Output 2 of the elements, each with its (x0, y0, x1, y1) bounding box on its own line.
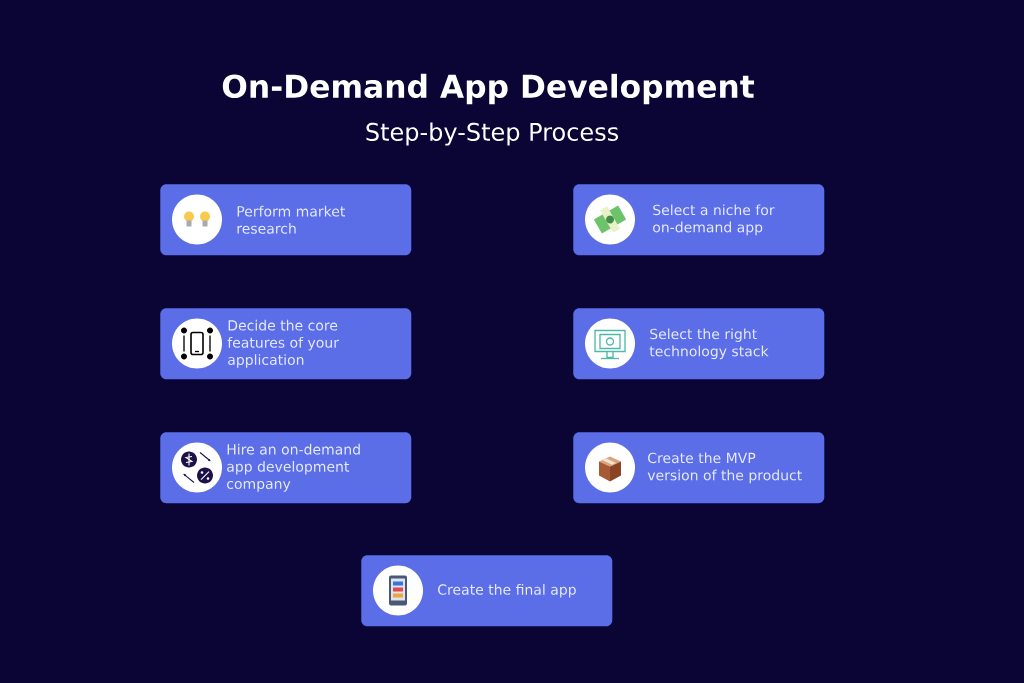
title: On-Demand App Development (222, 73, 755, 105)
subtitle: Step-by-Step Process (366, 122, 618, 146)
